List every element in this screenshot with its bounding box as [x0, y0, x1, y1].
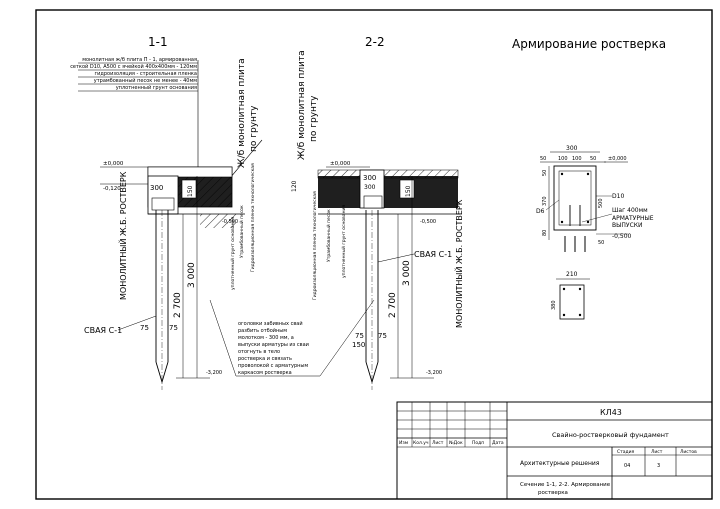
- sheet-name-b: ростверка: [538, 490, 568, 496]
- dim-300-2a: 300: [363, 174, 376, 182]
- svg-text:выпуски арматуры из сваи: выпуски арматуры из сваи: [238, 342, 309, 348]
- dim-300-2b: 300: [364, 184, 376, 191]
- elev-m3200-2: -3,200: [426, 370, 442, 376]
- svg-text:100: 100: [558, 156, 568, 162]
- dim-75-1b: 75: [169, 324, 178, 332]
- layer-line-1: монолитная ж/б плита П - 1, армированная: [82, 57, 197, 63]
- pile-note: оголовки забивных свай разбить отбойным …: [209, 299, 375, 377]
- soil-label-2b: Утрамбованный песок: [325, 209, 332, 262]
- svg-text:-0,500: -0,500: [612, 233, 632, 240]
- layer-callouts: монолитная ж/б плита П - 1, армированная…: [70, 57, 200, 176]
- elev-m120-1: -0,120: [103, 186, 121, 192]
- svg-text:Листов: Листов: [680, 449, 697, 455]
- dim-3000-1: 3 000: [187, 262, 197, 288]
- svg-text:каркасом ростверка: каркасом ростверка: [238, 370, 292, 376]
- elev-m3200-1: -3,200: [206, 370, 222, 376]
- elev-0-2: ±0,000: [330, 161, 351, 167]
- svg-text:Лист: Лист: [651, 449, 663, 455]
- svg-text:№Док: №Док: [449, 440, 463, 446]
- drawing-code: КЛ43: [600, 408, 622, 417]
- dim-150-1: 150: [187, 185, 194, 197]
- elev-m500-1: -0,500: [222, 219, 238, 225]
- svg-text:210: 210: [566, 271, 578, 278]
- rebar-d10-label: D10: [612, 193, 624, 200]
- svg-text:300: 300: [566, 145, 578, 152]
- section-2-2: Ж/б монолитная плита по грунту ±0,000 12…: [291, 50, 464, 390]
- dim-75-2a: 75: [355, 332, 364, 340]
- svg-text:Кол.уч: Кол.уч: [413, 440, 429, 446]
- svg-text:отогнуть в тело: отогнуть в тело: [238, 349, 280, 355]
- project-name: Свайно-ростверковый фундамент: [552, 431, 669, 439]
- dim-150-2b: 150: [352, 341, 365, 349]
- svg-text:Стадия: Стадия: [617, 449, 635, 455]
- section-title-1-1: 1-1: [148, 35, 168, 49]
- svg-text:3: 3: [657, 463, 660, 469]
- reinforcement-detail: 300 50 100 100 50 ±0,000 50 370 80 500 5…: [536, 145, 654, 320]
- slab-label-2b: по грунту: [309, 95, 319, 142]
- pile-label-2: СВАЯ С-1: [414, 250, 452, 259]
- svg-text:50: 50: [598, 240, 604, 246]
- dim-2700-2: 2 700: [388, 292, 398, 318]
- pile-label-1: СВАЯ С-1: [84, 326, 122, 335]
- svg-text:Дата: Дата: [492, 440, 504, 446]
- svg-text:50: 50: [590, 156, 596, 162]
- dim-150-2: 150: [405, 185, 412, 197]
- layer-line-5: уплотненный грунт основания: [116, 84, 197, 91]
- sheet-name-a: Сечение 1-1, 2-2. Армирование: [520, 482, 611, 488]
- svg-text:проволокой с арматурным: проволокой с арматурным: [238, 362, 308, 369]
- svg-text:50: 50: [542, 170, 548, 176]
- svg-text:оголовки забивных свай: оголовки забивных свай: [238, 320, 303, 327]
- svg-text:370: 370: [542, 196, 548, 206]
- svg-text:±0,000: ±0,000: [608, 156, 627, 162]
- svg-text:разбить отбойным: разбить отбойным: [238, 327, 287, 334]
- layer-line-2: сеткой D10, A500 с ячейкой 400х400мм - 1…: [70, 63, 197, 70]
- sheet-frame: [35, 9, 713, 500]
- dim-3000-2: 3 000: [402, 260, 412, 286]
- svg-text:Лист: Лист: [432, 440, 444, 446]
- svg-text:50: 50: [540, 156, 546, 162]
- svg-text:ростверка и связать: ростверка и связать: [238, 356, 292, 362]
- reinforcement-title: Армирование ростверка: [512, 37, 666, 51]
- slab-label-1b: по грунту: [249, 105, 259, 152]
- section-name: Архитектурные решения: [520, 460, 600, 467]
- svg-text:500: 500: [598, 198, 604, 208]
- elev-0-1: ±0,000: [103, 161, 124, 167]
- dim-120-2: 120: [291, 180, 298, 192]
- svg-text:молотком - 300 мм, а: молотком - 300 мм, а: [238, 335, 294, 341]
- soil-label-1a: уплотненный грунт основания: [229, 217, 236, 290]
- slab-label-2a: Ж/б монолитная плита: [297, 50, 307, 160]
- section-title-2-2: 2-2: [365, 35, 385, 49]
- dim-75-2b: 75: [378, 332, 387, 340]
- soil-label-1b: Утрамбованный песок: [238, 205, 245, 258]
- svg-text:Изм: Изм: [399, 440, 408, 446]
- svg-text:380: 380: [551, 300, 557, 310]
- layer-line-4: утрамбованный песок не менее - 40мм: [94, 77, 197, 84]
- dim-75-1a: 75: [140, 324, 149, 332]
- svg-text:Подп: Подп: [472, 440, 484, 446]
- svg-text:100: 100: [572, 156, 582, 162]
- rebar-d6-label: D6: [536, 208, 545, 215]
- soil-label-1c: Гидроизоляционная пленка технологическая: [250, 163, 256, 272]
- soil-label-2c: Гидроизоляционная пленка технологическая: [312, 191, 318, 300]
- title-block: Изм Кол.уч Лист №Док Подп Дата КЛ43 Свай…: [396, 401, 713, 500]
- svg-text:80: 80: [542, 230, 548, 236]
- svg-text:04: 04: [624, 463, 630, 469]
- rostverk-label-1: МОНОЛИТНЫЙ Ж.Б. РОСТВЕРК: [117, 171, 128, 300]
- outlets-label-b: ВЫПУСКИ: [612, 222, 643, 229]
- soil-label-2a: уплотненный грунт основания: [340, 205, 347, 278]
- step-label: Шаг 400мм: [612, 207, 648, 214]
- section-1-1: монолитная ж/б плита П - 1, армированная…: [70, 57, 263, 390]
- elev-m500-2: -0,500: [420, 219, 436, 225]
- outlets-label-a: АРМАТУРНЫЕ: [612, 215, 654, 222]
- slab-label-1a: Ж/б монолитная плита: [237, 58, 247, 168]
- dim-2700-1: 2 700: [173, 292, 183, 318]
- dim-300-1: 300: [150, 184, 163, 192]
- rostverk-label-2: МОНОЛИТНЫЙ Ж.Б. РОСТВЕРК: [453, 199, 464, 328]
- layer-line-3: гидроизоляция - строительная пленка: [95, 71, 197, 77]
